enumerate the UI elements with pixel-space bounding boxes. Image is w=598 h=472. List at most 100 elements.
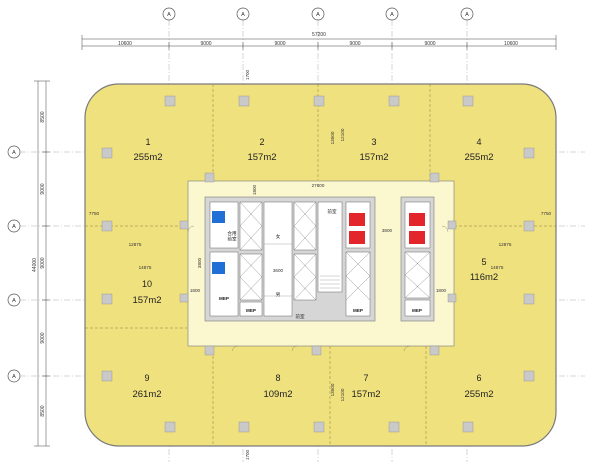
mep-room-right (404, 299, 431, 317)
unit-area: 109m2 (263, 389, 292, 400)
mep-room (239, 301, 263, 317)
dim-lower-13500: 13500 (330, 383, 335, 396)
room-label-lobby: 前室 (295, 313, 305, 320)
axis-marker-top-2: A (236, 7, 250, 21)
unit-area: 261m2 (132, 389, 161, 400)
axis-marker-left-1: A (7, 145, 21, 159)
columns (101, 95, 535, 433)
dim-left-offset: 7750 (89, 211, 100, 216)
unit-area: 157m2 (247, 152, 276, 163)
lobby-room-lower (209, 251, 239, 317)
axis-marker-left-3: A (7, 293, 21, 307)
axis-marker-top-5: A (460, 7, 474, 21)
dim-span: 10600 (504, 41, 518, 47)
room-label-female: 女 (276, 233, 281, 240)
elevator-red (409, 231, 425, 244)
room-label-male: 男 (276, 292, 281, 298)
dim-core-1800-top: 1800 (252, 184, 257, 195)
axis-label: A (12, 224, 16, 230)
dim-span: 9000 (274, 41, 285, 47)
mep-label: MEP (353, 308, 363, 313)
unit-number: 7 (363, 373, 368, 383)
dim-span: 10600 (118, 41, 132, 47)
unit-number: 1 (145, 137, 150, 147)
dim-span: 8500 (40, 111, 46, 122)
axis-marker-left-2: A (7, 219, 21, 233)
elevator-shaft (293, 201, 317, 251)
dim-span: 9000 (424, 41, 435, 47)
left-dimension-lines (34, 80, 50, 447)
axis-label: A (390, 12, 394, 18)
axis-label: A (316, 12, 320, 18)
fire-elevator-blue (212, 211, 225, 223)
fire-elevator-blue (212, 262, 225, 274)
elevator-shaft (239, 253, 263, 301)
axis-label: A (12, 150, 16, 156)
axis-label: A (12, 298, 16, 304)
axis-marker-top-3: A (311, 7, 325, 21)
unit-number: 5 (481, 257, 486, 267)
dim-span: 9000 (40, 183, 46, 194)
axis-marker-left-4: A (7, 369, 21, 383)
dim-core-3800-left: 3800 (197, 257, 202, 268)
dim-core-1800-left: 1800 (190, 288, 201, 293)
axis-label: A (167, 12, 171, 18)
mep-label: MEP (412, 308, 422, 313)
dim-left-inner: 14875 (139, 265, 152, 270)
dim-lower-12100: 12100 (340, 388, 345, 401)
dim-span: 9000 (200, 41, 211, 47)
unit-area: 255m2 (464, 152, 493, 163)
dim-bottom-gap: 1700 (245, 449, 250, 460)
dim-right-offset: 7750 (541, 211, 552, 216)
dim-core-width: 27800 (312, 183, 325, 188)
elevator-red (409, 213, 425, 226)
core-dim-3600: 3600 (273, 268, 284, 273)
elevator-crosses-right (404, 251, 431, 299)
dim-left-setback: 12875 (129, 242, 142, 247)
dim-upper-13500: 13500 (330, 131, 335, 144)
dim-right-setback: 12875 (499, 242, 512, 247)
axis-marker-top-4: A (385, 7, 399, 21)
dim-total-height: 44000 (32, 258, 38, 272)
elevator-red (349, 213, 365, 226)
dim-total-width: 57200 (312, 32, 326, 38)
stair-core (317, 201, 343, 293)
dim-top-gap: 1700 (245, 69, 250, 80)
axis-label: A (12, 374, 16, 380)
unit-partitions (85, 84, 556, 446)
elevator-red (349, 231, 365, 244)
elevator-crosses (239, 201, 371, 301)
dim-span: 9000 (40, 332, 46, 343)
unit-area: 157m2 (351, 389, 380, 400)
unit-number: 8 (275, 373, 280, 383)
axis-label: A (241, 12, 245, 18)
dim-core-1800-right: 1800 (436, 288, 447, 293)
stair-treads (264, 243, 340, 297)
elevator-shaft-right (404, 251, 431, 299)
unit-number: 3 (371, 137, 376, 147)
unit-area: 255m2 (464, 389, 493, 400)
unit-number: 9 (144, 373, 149, 383)
top-dimension-lines (81, 35, 557, 50)
dim-upper-12100: 12100 (340, 128, 345, 141)
left-axis-markers: A A A A (7, 145, 21, 383)
elevator-shaft (239, 201, 263, 251)
lobby-room (209, 201, 239, 249)
mep-label: MEP (219, 296, 229, 301)
axis-marker-top-1: A (162, 7, 176, 21)
top-axis-markers: A A A A A (162, 7, 474, 21)
unit-area: 157m2 (359, 152, 388, 163)
elevator-shaft (293, 253, 317, 301)
unit-number: 2 (259, 137, 264, 147)
room-label-lobby: 前室 (327, 208, 337, 215)
unit-area: 255m2 (133, 152, 162, 163)
dim-span: 9000 (349, 41, 360, 47)
unit-number: 6 (476, 373, 481, 383)
mep-label: MEP (246, 308, 256, 313)
unit-area: 116m2 (470, 272, 498, 283)
unit-number: 4 (476, 137, 481, 147)
dim-right-inner: 14875 (491, 265, 504, 270)
mep-room-right (345, 251, 371, 317)
